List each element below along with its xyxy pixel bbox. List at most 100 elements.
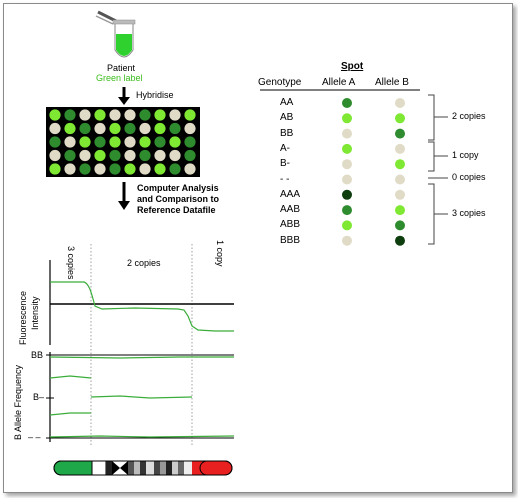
genotype-header: Genotype	[258, 77, 302, 88]
analysis-arrow	[118, 182, 130, 210]
baf-ylabel: B Allele Frequency	[13, 364, 23, 440]
allele-b-spot	[395, 235, 405, 246]
array-spot	[64, 109, 76, 121]
array-spot	[109, 109, 121, 121]
allele-b-spot	[395, 189, 405, 200]
array-spot	[169, 149, 181, 162]
array-spot	[169, 163, 181, 175]
array-spot	[184, 109, 196, 121]
array-spot	[139, 149, 151, 162]
allele-b-spot	[395, 220, 405, 231]
array-spot	[154, 163, 166, 175]
plot-area	[46, 244, 235, 445]
array-spot	[124, 163, 136, 175]
array-spot	[109, 149, 121, 162]
analysis-label-3: Reference Datafile	[137, 205, 216, 215]
allele-a-spot	[342, 205, 352, 216]
fluorescence-ylabel-1: Fluorescence	[18, 290, 28, 345]
array-spot	[49, 136, 61, 148]
green-label-text: Green label	[96, 73, 143, 83]
array-spot	[79, 149, 91, 162]
array-spot	[79, 109, 91, 121]
genotype-label: AAB	[280, 204, 301, 216]
allele-a-spot	[342, 128, 352, 139]
spot-header: Spot	[341, 61, 364, 72]
allele-a-spot	[342, 143, 352, 154]
genotype-label: - -	[280, 173, 290, 185]
allele-a-spot	[342, 220, 352, 231]
allele-a-header: Allele A	[322, 77, 356, 88]
array-spot	[124, 136, 136, 148]
allele-b-spot	[395, 159, 405, 170]
array-spot	[49, 122, 61, 135]
genotype-label: BBB	[280, 234, 301, 246]
array-spot	[109, 136, 121, 148]
genotype-label: AAA	[280, 188, 301, 200]
hybridise-label: Hybridise	[136, 90, 174, 100]
array-spot	[154, 149, 166, 162]
array-spot	[169, 136, 181, 148]
segment-label-three: 3 copies	[66, 246, 76, 280]
genotype-label: B-	[280, 158, 290, 170]
allele-b-spot	[395, 113, 405, 124]
allele-a-spot	[342, 98, 352, 108]
analysis-label-1: Computer Analysis	[137, 183, 219, 193]
figure-frame	[3, 3, 513, 493]
hybridise-arrow	[118, 87, 130, 105]
segment-label-two: 2 copies	[127, 258, 161, 268]
array-spot	[49, 163, 61, 175]
bracket-label-zero: 0 copies	[452, 172, 486, 182]
array-spot	[124, 122, 136, 135]
array-spot	[184, 122, 196, 135]
allele-b-spot	[395, 98, 405, 108]
allele-a-spot	[342, 235, 352, 246]
array-spot	[79, 122, 91, 135]
allele-b-header: Allele B	[375, 77, 409, 88]
array-spot	[79, 136, 91, 148]
analysis-label-2: and Comparison to	[137, 194, 220, 204]
genotype-label: BB	[280, 127, 294, 139]
allele-a-spot	[342, 189, 352, 200]
tick-double-dash: – –	[28, 432, 41, 442]
bracket-label-two: 2 copies	[452, 111, 486, 121]
genotype-label: AA	[280, 97, 294, 108]
array-spot	[49, 149, 61, 162]
patient-label: Patient	[107, 63, 136, 73]
array-spot	[169, 109, 181, 121]
array-spot	[154, 109, 166, 121]
allele-a-spot	[342, 159, 352, 170]
array-spot	[49, 109, 61, 121]
array-spot	[184, 149, 196, 162]
copy-number-brackets	[428, 94, 448, 245]
array-spot	[124, 149, 136, 162]
genotype-label: ABB	[280, 219, 301, 231]
array-spot	[79, 163, 91, 175]
array-spot	[139, 109, 151, 121]
array-spot	[154, 136, 166, 148]
bracket-label-three: 3 copies	[452, 208, 486, 218]
array-spot	[109, 163, 121, 175]
allele-b-spot	[395, 143, 405, 154]
array-spot	[184, 136, 196, 148]
array-spot	[94, 122, 106, 135]
allele-b-spot	[395, 128, 405, 139]
array-spot	[139, 122, 151, 135]
array-spot	[64, 149, 76, 162]
array-spot	[64, 163, 76, 175]
array-spot	[64, 122, 76, 135]
fluorescence-ylabel-2: Intensity	[30, 296, 40, 330]
genotype-label: A-	[280, 142, 290, 154]
array-spot	[64, 136, 76, 148]
tick-bb: BB	[31, 350, 44, 360]
allele-b-spot	[395, 205, 405, 216]
chromosome-ideogram	[53, 460, 233, 476]
test-tube-icon	[95, 10, 136, 58]
allele-a-spot	[342, 113, 352, 124]
array-spot	[139, 136, 151, 148]
array-spot	[124, 109, 136, 121]
array-spot	[94, 109, 106, 121]
array-spot	[139, 163, 151, 175]
array-spot	[109, 122, 121, 135]
genotype-label: AB	[280, 112, 294, 124]
